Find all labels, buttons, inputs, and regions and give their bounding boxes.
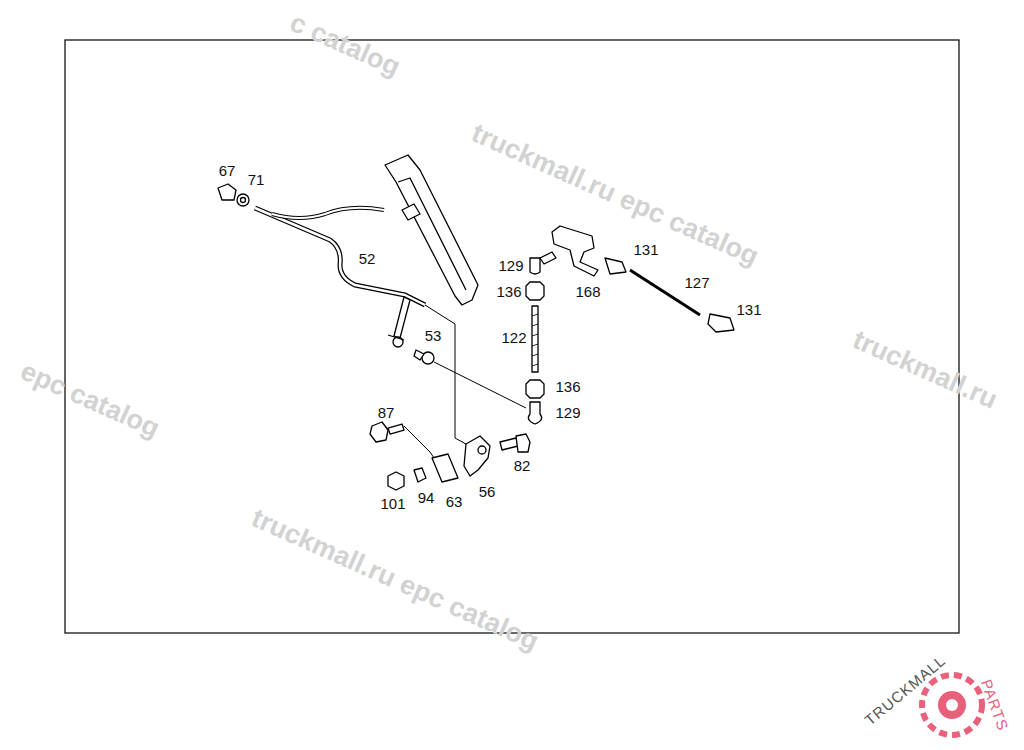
callout-number: 53 [425,328,442,343]
frame [65,40,959,633]
relay-lever [552,226,598,276]
callout-number: 101 [380,496,405,511]
mounting-bracket [464,436,490,476]
callout-number: 129 [498,258,523,273]
watermark: epc catalog [17,357,164,442]
callout-number: 131 [736,302,761,317]
callout-number: 127 [684,275,709,290]
callout-number: 71 [248,172,265,187]
callout-number: 87 [378,405,395,420]
callout-number: 131 [633,242,658,257]
callout-number: 52 [359,251,376,266]
callout-number: 56 [479,484,496,499]
watermark: truckmall.ru [849,326,1001,414]
callout-number: 94 [418,490,435,505]
callout-number: 136 [555,379,580,394]
logo-text: TRUCKMALL [862,652,948,728]
callout-number: 63 [446,494,463,509]
watermark: truckmall.ru epc catalog [468,119,763,270]
bracket-plate [432,454,458,482]
logo-mark [922,675,982,735]
callout-number: 82 [514,458,531,473]
pedal-rod [255,208,425,305]
callout-number: 129 [555,405,580,420]
accelerator-pedal [385,155,478,305]
callout-number: 168 [575,284,600,299]
threaded-rod [532,306,538,372]
callout-number: 122 [501,330,526,345]
watermark: c catalog [286,9,404,81]
callout-number: 136 [496,284,521,299]
callout-number: 67 [219,163,236,178]
